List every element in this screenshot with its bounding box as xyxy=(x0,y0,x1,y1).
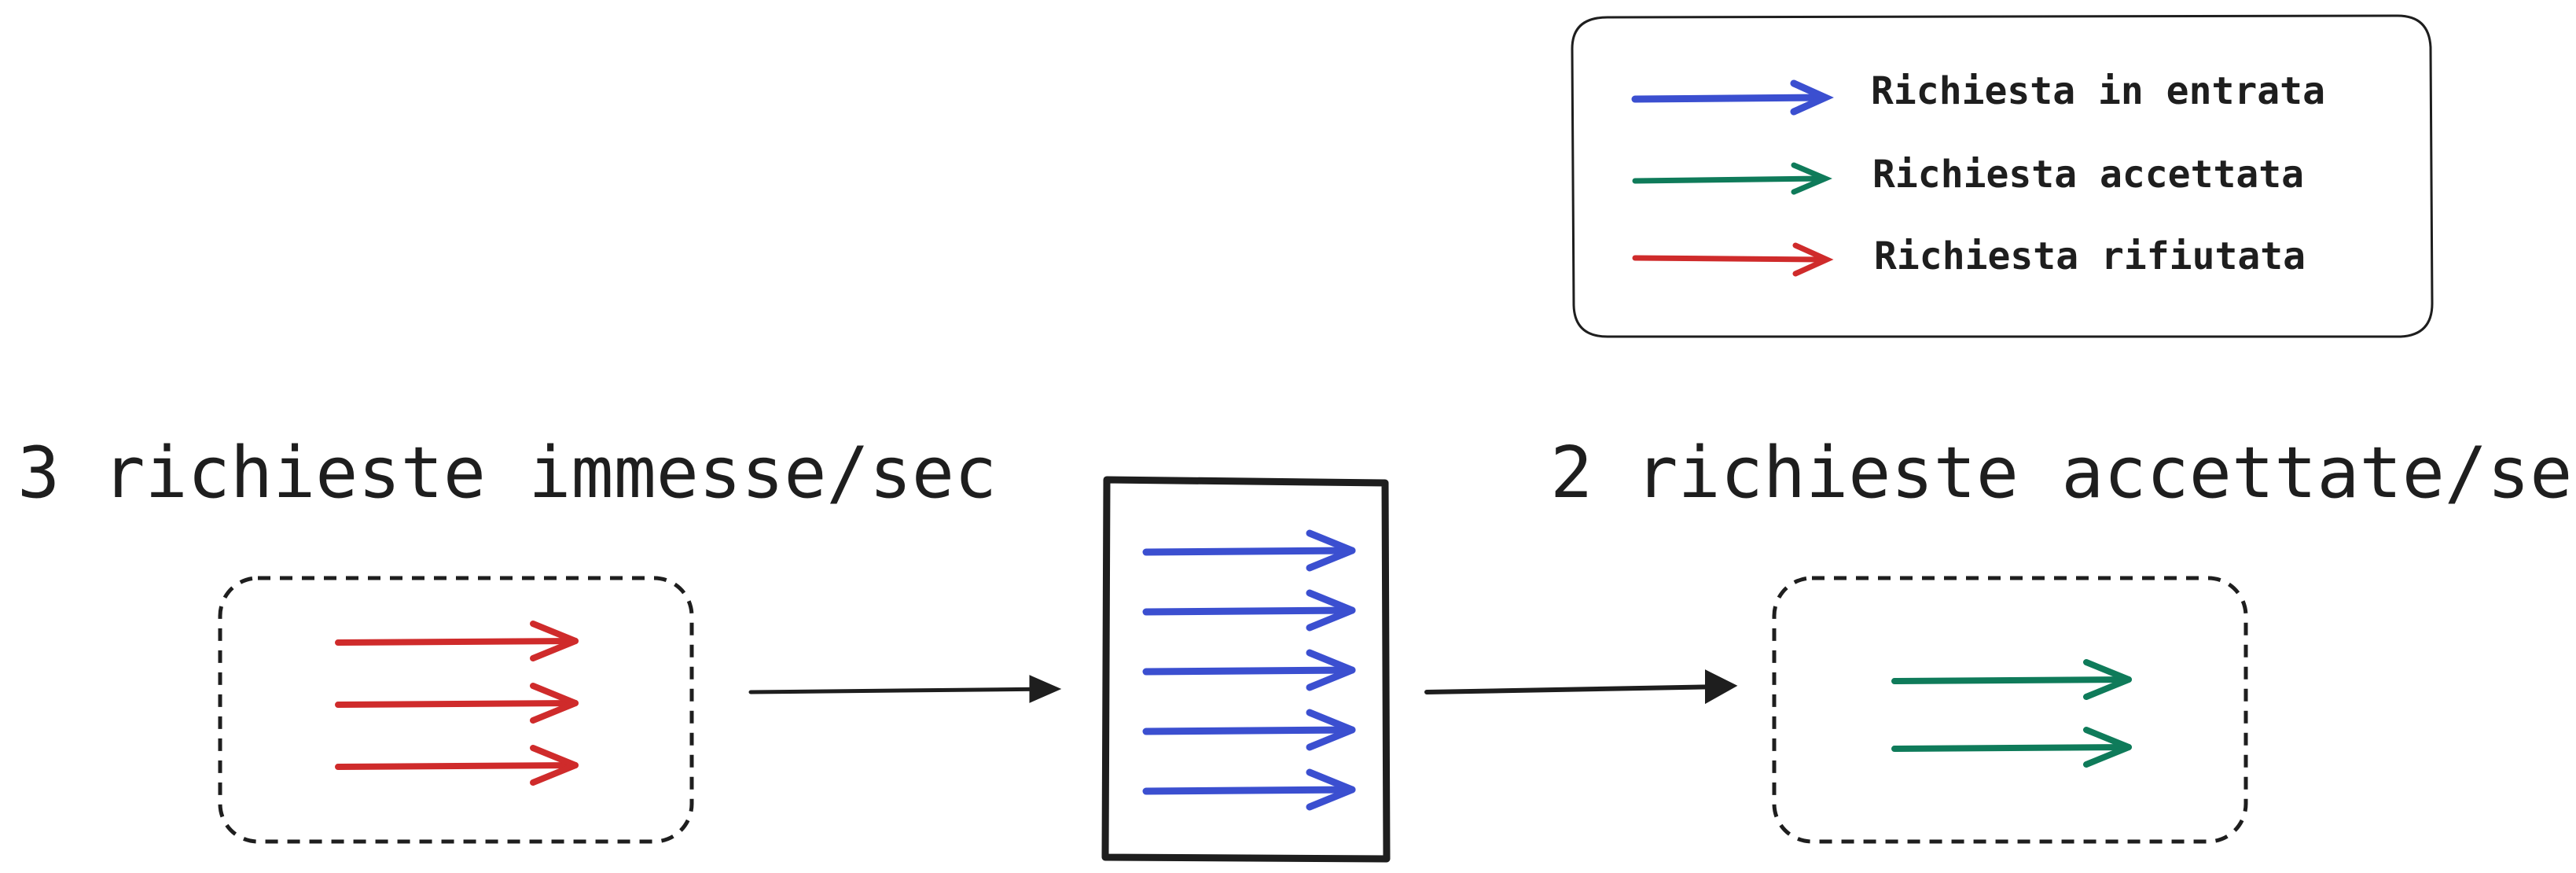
accepted-request-arrow xyxy=(1891,727,2132,768)
accepted-request-arrow xyxy=(1891,659,2132,700)
red-arrow-icon xyxy=(1632,242,1834,277)
incoming-request-arrow xyxy=(1142,709,1356,751)
legend-label-accepted: Richiesta accettata xyxy=(1872,153,2304,197)
legend-label-incoming: Richiesta in entrata xyxy=(1871,69,2325,113)
accepted-arrows xyxy=(1891,659,2132,768)
legend-item-accepted: Richiesta accettata xyxy=(1632,153,2304,197)
left-rate-label: 3 richieste immesse/sec xyxy=(17,432,997,514)
blue-arrow-icon xyxy=(1631,79,1834,116)
right-rate-label: 2 richieste accettate/sec xyxy=(1550,432,2576,514)
legend-label-rejected: Richiesta rifiutata xyxy=(1874,234,2306,278)
green-arrow-icon xyxy=(1632,162,1832,195)
flow-arrow-to-queue xyxy=(748,675,1062,703)
queue-arrows xyxy=(1142,529,1356,811)
rejected-request-arrow xyxy=(335,621,579,661)
legend-box xyxy=(1571,14,2434,338)
rejected-request-arrow xyxy=(335,745,579,786)
flow-arrow-to-accepted xyxy=(1424,669,1738,705)
incoming-request-arrow xyxy=(1142,589,1356,632)
incoming-request-arrow xyxy=(1142,529,1356,572)
queue-box xyxy=(1101,476,1391,863)
legend: Richiesta in entrata Richiesta accettata… xyxy=(1571,14,2434,338)
accepted-requests-box xyxy=(1772,576,2248,844)
legend-item-incoming: Richiesta in entrata xyxy=(1631,69,2325,116)
incoming-request-arrow xyxy=(1142,768,1356,811)
legend-item-rejected: Richiesta rifiutata xyxy=(1632,234,2306,278)
rejected-requests-box xyxy=(218,576,694,844)
rejected-request-arrow xyxy=(335,683,579,724)
rejected-arrows xyxy=(335,621,579,786)
incoming-request-arrow xyxy=(1142,649,1356,691)
